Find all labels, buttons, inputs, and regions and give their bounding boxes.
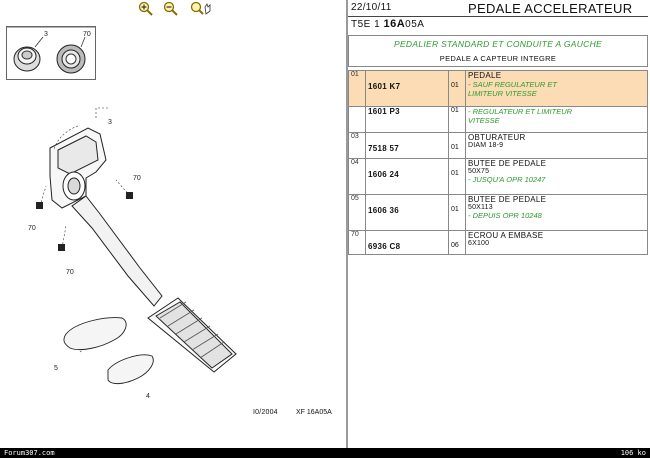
zoom-toolbar [0,0,345,20]
section-title-green: PEDALIER STANDARD ET CONDUITE A GAUCHE [393,39,603,49]
description-cell: BUTEE DE PEDALE 50X113 - DEPUIS OPR 1024… [465,194,648,231]
group-cell: 05 [348,194,366,231]
cap-illustration [13,46,41,72]
zoom-in-icon[interactable] [138,1,156,17]
zoom-out-icon[interactable] [163,1,181,17]
callout-70-c: 70 [66,269,74,276]
nut-illustration [56,44,86,74]
detail-thumbnail: 3 70 [6,26,96,80]
table-row[interactable]: 04 1606 24 01 BUTEE DE PEDALE 50X75 - JU… [348,158,648,195]
qty-cell: 01 [448,70,466,107]
catalog-reference: T5E 1 16A05A [351,18,425,30]
zoom-fit-icon[interactable] [190,1,211,17]
group-cell [348,106,366,133]
description-cell: OBTURATEUR DIAM 18-9 [465,132,648,159]
description-cell: PEDALE - SAUF REGULATEUR ET LIMITEUR VIT… [465,70,648,107]
header-divider [348,16,648,17]
callout-70-a: 70 [133,175,141,182]
description-cell: BUTEE DE PEDALE 50X75 - JUSQU'A OPR 1024… [465,158,648,195]
qty-cell: 01 [448,132,466,159]
file-size: 106 ko [620,449,646,457]
table-row[interactable]: 03 7518 57 01 OBTURATEUR DIAM 18-9 [348,132,648,159]
callout-5: 5 [54,365,58,372]
thumb-callout-70: 70 [83,31,91,38]
table-row[interactable]: 05 1606 36 01 BUTEE DE PEDALE 50X113 - D… [348,194,648,231]
section-header: PEDALIER STANDARD ET CONDUITE A GAUCHE P… [348,35,648,67]
parts-list-pane: 22/10/11 PEDALE ACCELERATEUR T5E 1 16A05… [348,0,650,448]
table-row[interactable]: 1601 P3 01 - REGULATEUR ET LIMITEUR VITE… [348,106,648,133]
group-cell: 03 [348,132,366,159]
group-cell: 70 [348,230,366,255]
drawing-date: I0/2004 [253,409,278,416]
group-cell: 01 [348,70,366,107]
description-cell: - REGULATEUR ET LIMITEUR VITESSE [465,106,648,133]
qty-cell: 06 [448,230,466,255]
page-title: PEDALE ACCELERATEUR [468,1,633,16]
status-bar: Forum307.com 106 ko [0,448,650,458]
callout-4: 4 [146,393,150,400]
qty-cell: 01 [448,158,466,195]
thumb-callout-3: 3 [44,31,48,38]
part-ref-cell[interactable]: 1606 24 [365,158,449,195]
drawing-code: XF 16A05A [296,409,332,416]
section-subtitle: PEDALE A CAPTEUR INTEGRE [439,54,557,63]
table-row[interactable]: 01 1601 K7 01 PEDALE - SAUF REGULATEUR E… [348,70,648,107]
pane-divider[interactable] [346,0,348,448]
qty-cell: 01 [448,194,466,231]
description-cell: ECROU A EMBASE 6X100 [465,230,648,255]
part-ref-cell[interactable]: 1601 K7 [365,70,449,107]
group-cell: 04 [348,158,366,195]
callout-70-b: 70 [28,225,36,232]
callout-3: 3 [108,119,112,126]
part-ref-cell[interactable]: 1601 P3 [365,106,449,133]
site-name: Forum307.com [4,449,55,457]
part-ref-cell[interactable]: 6936 C8 [365,230,449,255]
catalog-date: 22/10/11 [351,2,392,13]
diagram-pane: 3 70 [0,0,345,416]
pedal-exploded-view: 3 70 70 70 5 4 [28,107,237,400]
table-row[interactable]: 70 6936 C8 06 ECROU A EMBASE 6X100 [348,230,648,255]
part-ref-cell[interactable]: 7518 57 [365,132,449,159]
qty-cell: 01 [448,106,466,133]
parts-table: 01 1601 K7 01 PEDALE - SAUF REGULATEUR E… [348,70,648,255]
part-ref-cell[interactable]: 1606 36 [365,194,449,231]
